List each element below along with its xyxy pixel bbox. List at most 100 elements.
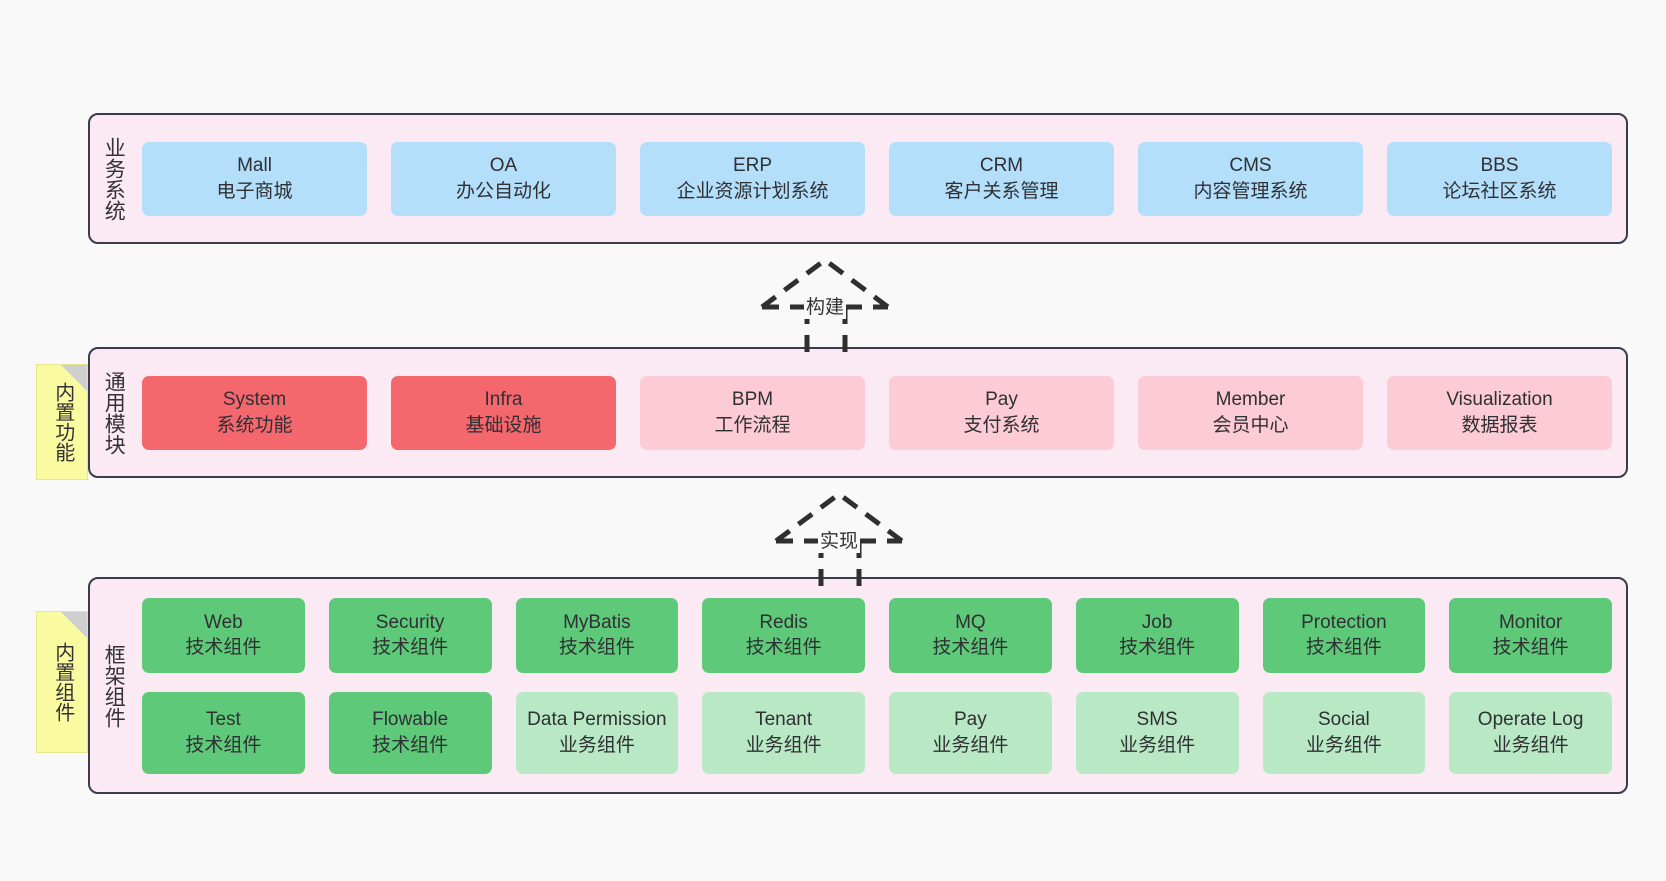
card-social[interactable]: Social 业务组件	[1262, 691, 1426, 774]
card-title: CMS	[1229, 155, 1272, 177]
card-title: SMS	[1136, 709, 1178, 731]
card-subtitle: 业务组件	[745, 734, 822, 756]
card-subtitle: 技术组件	[372, 734, 449, 756]
connector-build-arrow: 构建	[752, 252, 912, 352]
card-web[interactable]: Web 技术组件	[142, 597, 305, 673]
card-title: Monitor	[1498, 611, 1563, 633]
card-title: Social	[1318, 709, 1370, 731]
card-pay[interactable]: Pay 支付系统	[889, 375, 1114, 450]
card-title: Infra	[484, 389, 523, 411]
card-job[interactable]: Job 技术组件	[1075, 597, 1239, 673]
card-title: CRM	[979, 155, 1024, 177]
card-subtitle: 客户关系管理	[944, 180, 1059, 202]
card-subtitle: 业务组件	[1492, 734, 1569, 756]
card-title: Tenant	[755, 709, 813, 731]
section-body-framework-component: Web 技术组件 Security 技术组件 MyBatis 技术组件 Redi…	[136, 579, 1626, 792]
card-monitor[interactable]: Monitor 技术组件	[1449, 597, 1612, 673]
card-title: BPM	[731, 389, 774, 411]
card-subtitle: 论坛社区系统	[1442, 180, 1557, 202]
card-flowable[interactable]: Flowable 技术组件	[328, 691, 492, 774]
connector-implement-label: 实现	[818, 526, 861, 553]
card-title: ERP	[732, 155, 773, 177]
card-title: Job	[1141, 611, 1173, 633]
card-subtitle: 技术组件	[745, 637, 822, 658]
section-body-common-module: System 系统功能 Infra 基础设施 BPM 工作流程 Pay 支付系统…	[136, 349, 1626, 476]
card-title: BBS	[1480, 155, 1519, 177]
card-visualization[interactable]: Visualization 数据报表	[1387, 375, 1612, 450]
card-subtitle: 支付系统	[963, 414, 1040, 436]
card-bbs[interactable]: BBS 论坛社区系统	[1387, 141, 1612, 216]
card-subtitle: 电子商城	[216, 180, 293, 202]
card-member[interactable]: Member 会员中心	[1138, 375, 1363, 450]
sticky-note-builtin-function: 内置功能	[36, 364, 88, 480]
card-subtitle: 技术组件	[372, 637, 449, 658]
card-title: Web	[204, 611, 243, 633]
connector-build-label: 构建	[804, 292, 847, 319]
card-row: Mall 电子商城 OA 办公自动化 ERP 企业资源计划系统 CRM 客户关系…	[142, 141, 1612, 216]
card-mq[interactable]: MQ 技术组件	[889, 597, 1052, 673]
card-subtitle: 技术组件	[558, 637, 635, 658]
section-business-system: 业务系统 Mall 电子商城 OA 办公自动化 ERP 企业资源计划系统 CRM…	[88, 113, 1628, 244]
card-security[interactable]: Security 技术组件	[328, 597, 492, 673]
section-body-business-system: Mall 电子商城 OA 办公自动化 ERP 企业资源计划系统 CRM 客户关系…	[136, 115, 1626, 242]
card-pay-component[interactable]: Pay 业务组件	[889, 691, 1052, 774]
card-subtitle: 会员中心	[1212, 414, 1289, 436]
card-tenant[interactable]: Tenant 业务组件	[702, 691, 865, 774]
card-redis[interactable]: Redis 技术组件	[702, 597, 865, 673]
card-subtitle: 技术组件	[1305, 637, 1382, 658]
card-title: Visualization	[1446, 389, 1553, 411]
card-system[interactable]: System 系统功能	[142, 375, 367, 450]
card-test[interactable]: Test 技术组件	[142, 691, 305, 774]
card-mall[interactable]: Mall 电子商城	[142, 141, 367, 216]
card-title: Security	[375, 611, 445, 633]
card-cms[interactable]: CMS 内容管理系统	[1138, 141, 1363, 216]
card-bpm[interactable]: BPM 工作流程	[640, 375, 865, 450]
card-title: Mall	[237, 155, 272, 177]
card-row: System 系统功能 Infra 基础设施 BPM 工作流程 Pay 支付系统…	[142, 375, 1612, 450]
card-title: OA	[489, 155, 518, 177]
card-oa[interactable]: OA 办公自动化	[391, 141, 616, 216]
card-subtitle: 基础设施	[465, 414, 542, 436]
card-row: Test 技术组件 Flowable 技术组件 Data Permission …	[142, 691, 1612, 774]
card-subtitle: 业务组件	[932, 734, 1009, 756]
sticky-note-label: 内置功能	[51, 382, 74, 462]
card-subtitle: 系统功能	[216, 414, 293, 436]
card-mybatis[interactable]: MyBatis 技术组件	[515, 597, 679, 673]
sticky-note-builtin-component: 内置组件	[36, 611, 88, 753]
card-title: System	[222, 389, 287, 411]
card-title: MQ	[955, 611, 986, 633]
card-erp[interactable]: ERP 企业资源计划系统	[640, 141, 865, 216]
sticky-note-label: 内置组件	[51, 642, 74, 722]
card-subtitle: 技术组件	[1492, 637, 1569, 658]
card-crm[interactable]: CRM 客户关系管理	[889, 141, 1114, 216]
connector-implement-arrow: 实现	[766, 486, 926, 586]
card-operate-log[interactable]: Operate Log 业务组件	[1449, 691, 1612, 774]
card-title: MyBatis	[563, 611, 631, 633]
card-subtitle: 业务组件	[1119, 734, 1196, 756]
card-subtitle: 业务组件	[1305, 734, 1382, 756]
card-title: Test	[205, 709, 241, 731]
card-subtitle: 企业资源计划系统	[676, 180, 829, 202]
card-protection[interactable]: Protection 技术组件	[1262, 597, 1426, 673]
card-subtitle: 办公自动化	[455, 180, 551, 202]
card-data-permission[interactable]: Data Permission 业务组件	[515, 691, 679, 774]
card-title: Data Permission	[527, 709, 667, 731]
card-row: Web 技术组件 Security 技术组件 MyBatis 技术组件 Redi…	[142, 597, 1612, 673]
folded-corner-icon	[61, 612, 87, 638]
card-subtitle: 工作流程	[714, 414, 791, 436]
card-sms[interactable]: SMS 业务组件	[1075, 691, 1239, 774]
card-title: Pay	[954, 709, 987, 731]
section-common-module: 通用模块 System 系统功能 Infra 基础设施 BPM 工作流程 Pay…	[88, 347, 1628, 478]
card-title: Flowable	[372, 709, 449, 731]
card-title: Operate Log	[1477, 709, 1584, 731]
card-subtitle: 业务组件	[558, 734, 635, 756]
card-title: Member	[1215, 389, 1286, 411]
card-subtitle: 技术组件	[185, 734, 262, 756]
folded-corner-icon	[61, 365, 87, 391]
card-subtitle: 技术组件	[185, 637, 262, 658]
section-title-business-system: 业务系统	[102, 136, 126, 221]
section-framework-component: 框架组件 Web 技术组件 Security 技术组件 MyBatis 技术组件…	[88, 577, 1628, 794]
card-infra[interactable]: Infra 基础设施	[391, 375, 616, 450]
section-title-framework-component: 框架组件	[102, 643, 126, 728]
